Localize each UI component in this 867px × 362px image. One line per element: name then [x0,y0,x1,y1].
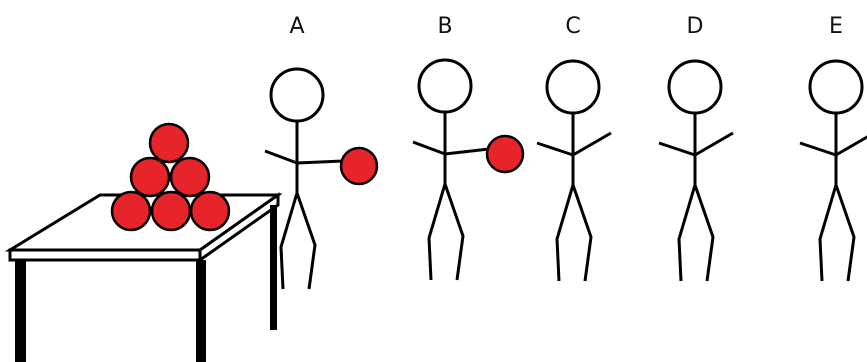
table-ball [148,122,190,164]
figure-right-arm [296,159,344,165]
figure-head [269,67,325,123]
figure-right-leg [693,184,715,282]
stick-figure: A [264,14,379,290]
stick-figure: D [658,14,734,282]
figure-left-leg [677,184,697,282]
table-ball [150,190,192,232]
figure-right-leg [295,192,317,290]
figure-left-leg [427,183,447,281]
figure-head [667,59,723,115]
table-ball [129,156,171,198]
figure-left-leg [555,184,575,282]
table-side-edge [198,192,280,263]
table-leg-back-right [270,205,277,330]
figure-left-arm [412,140,446,156]
held-ball [485,134,525,174]
figure-left-leg [279,192,299,290]
figure-left-arm [658,141,696,157]
figure-right-arm [835,135,867,157]
stick-figures: A B C D E [264,14,867,290]
figure-right-leg [443,183,465,281]
figure-label: B [437,14,452,39]
figure-right-arm [444,147,490,156]
table-ball [189,190,231,232]
stick-figure: E [799,14,867,282]
figure-label: D [687,14,704,39]
table-leg-front-left [15,260,26,362]
stick-figure: B [412,14,525,281]
figure-left-arm [536,141,574,157]
figure-label: C [565,14,580,39]
figure-head [417,58,473,114]
figure-head [808,59,864,115]
figure-right-arm [694,131,734,157]
figure-left-leg [818,184,838,282]
ball-pyramid [110,122,231,232]
figure-left-arm [264,149,298,165]
figure-head [545,59,601,115]
figure-right-leg [834,184,856,282]
figure-left-arm [799,141,837,157]
figure-right-arm [572,131,612,157]
figure-label: E [829,14,843,39]
figure-label: A [289,14,304,39]
figure-right-leg [571,184,593,282]
table-edge [8,248,202,262]
stick-figure: C [536,14,612,282]
held-ball [339,146,379,186]
table-ball [169,156,211,198]
table-leg-front-right [196,260,206,362]
table-ball [110,190,152,232]
